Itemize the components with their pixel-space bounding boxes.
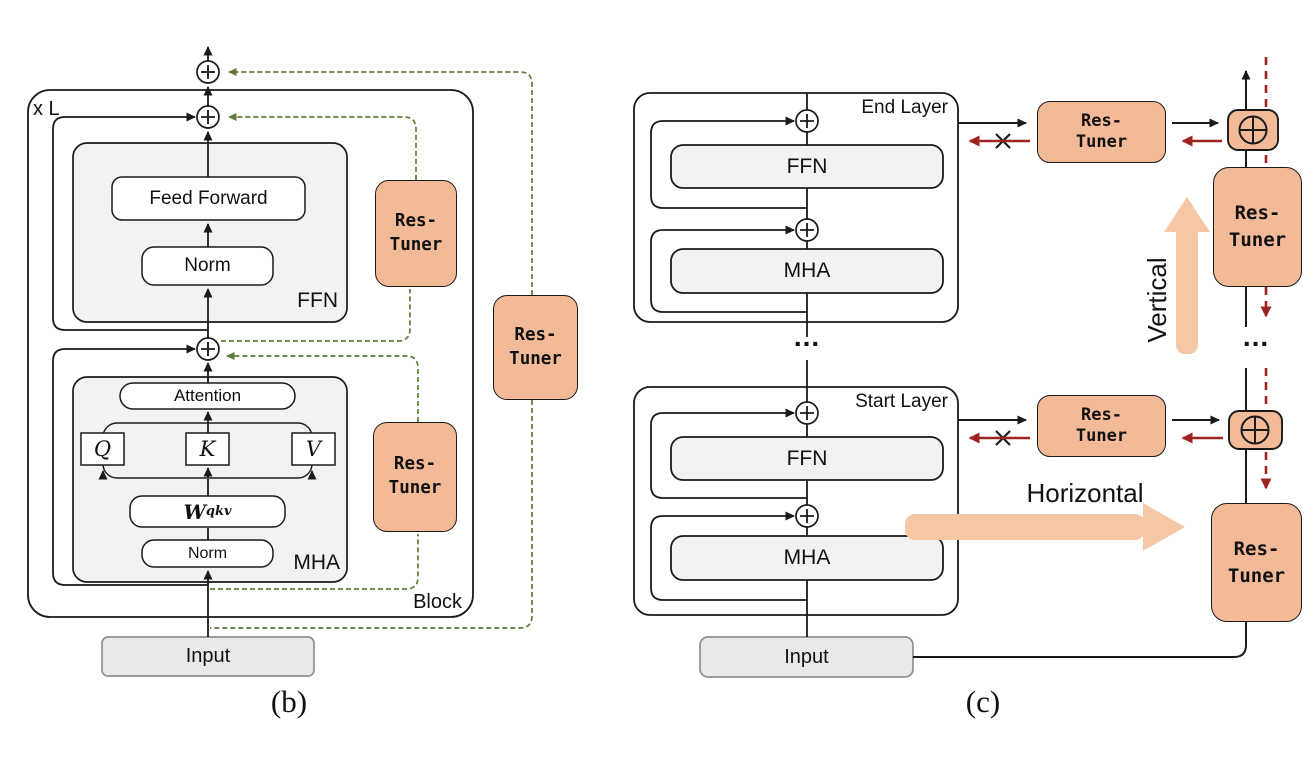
b-mha-skip-loop	[52, 344, 208, 586]
c-end-mha-loop	[650, 225, 807, 313]
res-tuner-line2: Tuner	[388, 478, 442, 498]
attention-label: Attention	[173, 386, 242, 405]
c-start-plus-mha	[795, 504, 819, 528]
v-label: V	[305, 437, 322, 461]
res-tuner-line1: Res-	[394, 210, 438, 231]
repeat-count-label: x L	[33, 97, 60, 120]
b-mha-tuner-out	[226, 352, 419, 422]
tuner-column-ellipsis: ...	[1242, 321, 1270, 352]
block-label: Block	[413, 590, 462, 613]
b-ffn-tuner-in	[221, 289, 411, 342]
horizontal-direction-arrow	[905, 503, 1185, 551]
input-label-b: Input	[185, 645, 231, 667]
q-box	[80, 432, 125, 466]
b-block-tuner-out	[228, 68, 533, 295]
k-label: K	[199, 437, 216, 461]
res-tuner-start-c: Res- Tuner	[1037, 395, 1166, 457]
plus-nodes	[196, 60, 1283, 528]
vertical-direction-arrow	[1164, 197, 1210, 354]
b-plus-mha	[196, 337, 220, 361]
res-tuner-line2: Tuner	[1227, 564, 1286, 587]
res-tuner-block-b: Res- Tuner	[493, 295, 578, 400]
wqkv-symbol: W	[183, 499, 206, 524]
b-block-tuner-in	[210, 400, 533, 629]
b-ffn-tuner-out	[228, 113, 417, 180]
res-tuner-line2: Tuner	[389, 234, 443, 255]
start-mha-label: MHA	[783, 546, 831, 569]
res-tuner-horizontal-c: Res- Tuner	[1211, 503, 1302, 622]
res-tuner-line1: Res-	[1081, 110, 1122, 131]
res-tuner-end-c: Res- Tuner	[1037, 101, 1166, 163]
res-tuner-mha-b: Res- Tuner	[373, 422, 457, 532]
caption-b: (b)	[270, 684, 308, 719]
ffn-section-label: FFN	[297, 289, 338, 312]
res-tuner-line2: Tuner	[1075, 426, 1128, 446]
mha-section-box	[72, 376, 348, 583]
c-start-mha-loop	[650, 511, 807, 601]
black-wires	[52, 46, 1251, 658]
res-tuner-line2: Tuner	[1075, 132, 1128, 152]
start-ffn-label: FFN	[786, 446, 828, 470]
q-label: Q	[93, 437, 112, 461]
b-plus-top	[196, 60, 220, 84]
green-dashed-wires	[210, 68, 533, 629]
ffn-norm-label: Norm	[184, 255, 231, 276]
c-plus-square-bottom	[1228, 410, 1283, 450]
mha-norm-label: Norm	[187, 544, 228, 562]
end-layer-box	[633, 92, 959, 323]
res-tuner-line2: Tuner	[509, 348, 562, 369]
vertical-label: Vertical	[1141, 257, 1172, 343]
horizontal-label: Horizontal	[1026, 477, 1144, 508]
c-column-to-input	[913, 368, 1247, 658]
b-ffn-skip-loop	[52, 112, 208, 331]
c-end-plus-mha	[795, 218, 819, 242]
c-start-plus-ffn	[795, 401, 819, 425]
block-box	[27, 89, 474, 618]
c-end-ffn-loop	[650, 116, 807, 209]
res-tuner-line2: Tuner	[1228, 229, 1287, 251]
end-mha-label: MHA	[783, 259, 831, 282]
start-layer-box	[633, 386, 959, 616]
caption-c: (c)	[965, 684, 1001, 719]
b-mha-tuner-in	[210, 534, 419, 590]
res-tuner-line1: Res-	[1234, 202, 1281, 225]
mha-section-label: MHA	[293, 551, 340, 574]
end-ffn-label: FFN	[786, 154, 828, 178]
res-tuner-line1: Res-	[514, 324, 557, 345]
wqkv-subscript: qkv	[205, 504, 232, 519]
layers-ellipsis: ...	[793, 321, 821, 352]
end-layer-title: End Layer	[861, 97, 948, 118]
c-plus-square-top	[1227, 109, 1279, 151]
res-tuner-line1: Res-	[1081, 404, 1122, 425]
input-label-c: Input	[784, 645, 829, 668]
res-tuner-ffn-b: Res- Tuner	[375, 180, 457, 287]
v-box	[291, 432, 336, 466]
res-tuner-vertical-c: Res- Tuner	[1213, 167, 1302, 287]
start-layer-title: Start Layer	[855, 391, 948, 412]
feed-forward-label: Feed Forward	[149, 187, 268, 209]
res-tuner-line1: Res-	[393, 454, 437, 475]
c-start-ffn-loop	[650, 408, 807, 499]
k-box	[185, 432, 230, 466]
module-boxes	[27, 89, 1210, 678]
c-end-plus-ffn	[795, 109, 819, 133]
res-tuner-line1: Res-	[1233, 537, 1280, 560]
b-plus-ffn	[196, 105, 220, 129]
